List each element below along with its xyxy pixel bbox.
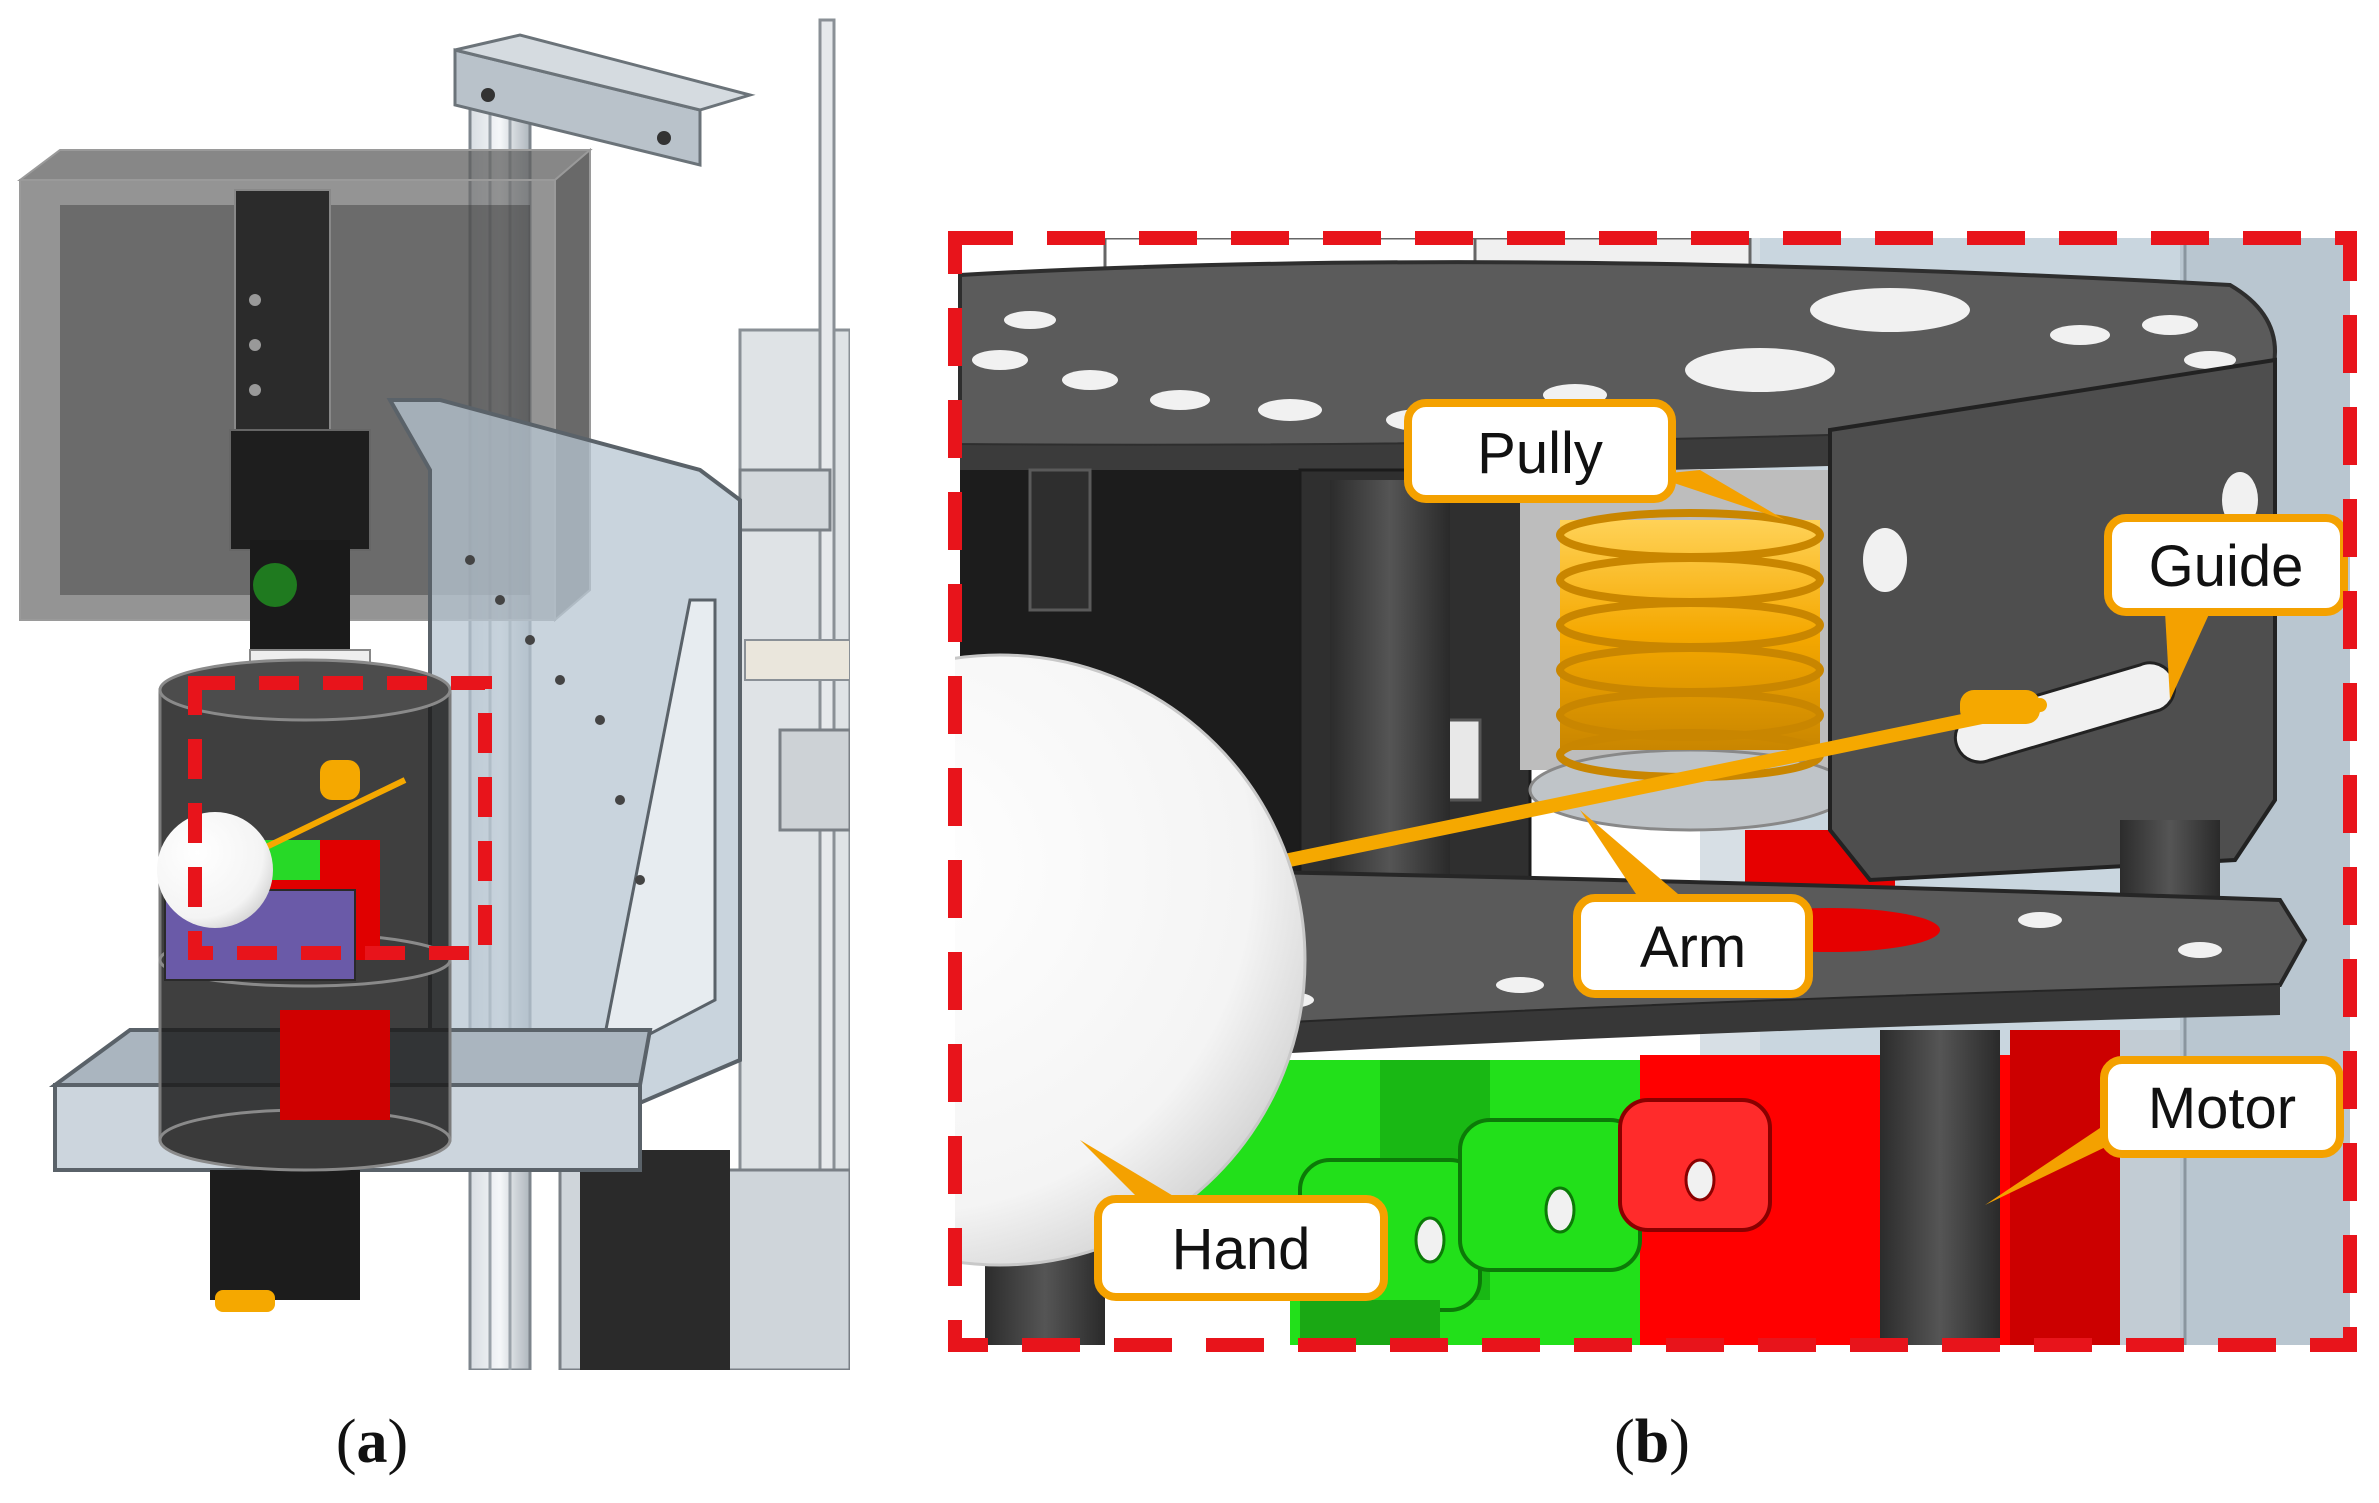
spring-pully — [1520, 470, 1852, 832]
gripper-assembly-small — [157, 658, 452, 1172]
callout-motor: Motor — [2100, 1056, 2344, 1158]
callout-pully: Pully — [1404, 399, 1676, 503]
panel-a-overview — [17, 18, 850, 1370]
highlight-box-large — [948, 231, 2357, 1352]
callout-arm-label: Arm — [1640, 915, 1746, 980]
callout-pully-label: Pully — [1477, 421, 1603, 486]
callout-guide-label: Guide — [2149, 534, 2304, 599]
caption-a: (a) — [336, 1408, 408, 1476]
caption-b: (b) — [1614, 1408, 1690, 1476]
arm-rod — [1258, 698, 2047, 872]
callout-hand: Hand — [1094, 1195, 1388, 1301]
side-bracket — [386, 398, 742, 1122]
guide-bracket — [1828, 357, 2277, 883]
callout-hand-label: Hand — [1172, 1217, 1311, 1282]
panel-b-detail: Pully Guide Arm Motor Hand — [948, 231, 2357, 1352]
callout-arm: Arm — [1573, 894, 1813, 998]
ball — [955, 653, 1307, 1267]
highlight-box-small — [188, 676, 492, 960]
callout-motor-label: Motor — [2148, 1076, 2296, 1141]
callout-guide: Guide — [2104, 514, 2348, 616]
